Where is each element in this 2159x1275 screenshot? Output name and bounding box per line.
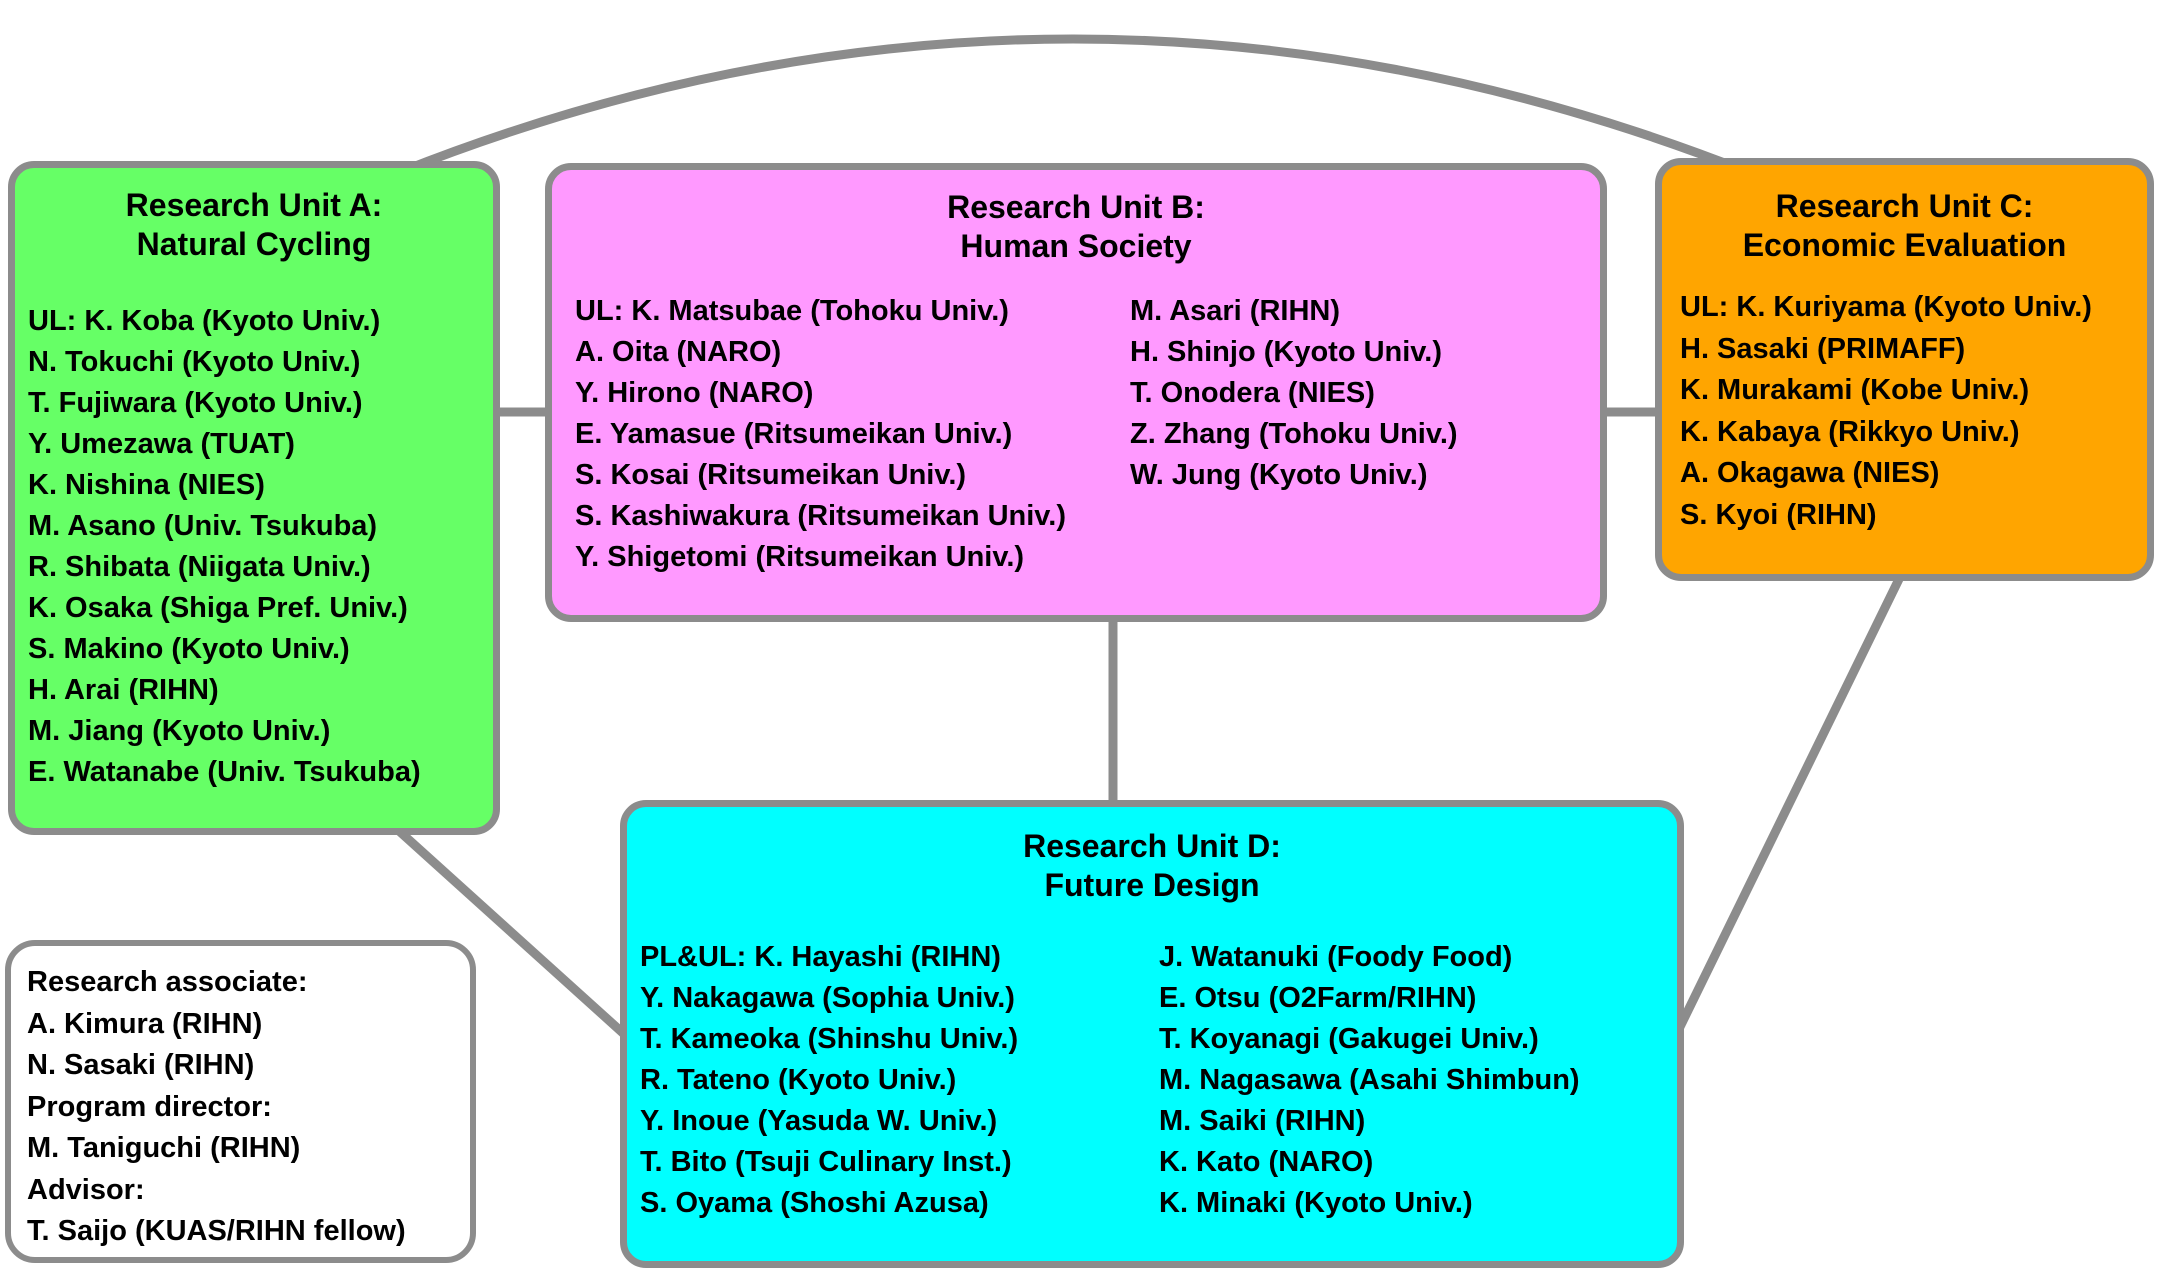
member-line: H. Arai (RIHN) xyxy=(28,674,219,706)
member-line: A. Oita (NARO) xyxy=(575,336,782,368)
member-line: S. Kashiwakura (Ritsumeikan Univ.) xyxy=(575,500,1066,532)
unit-b-box: Research Unit B: Human Society UL: K. Ma… xyxy=(545,163,1607,622)
unit-c-title-line2: Economic Evaluation xyxy=(1742,227,2067,263)
member-line: N. Tokuchi (Kyoto Univ.) xyxy=(28,346,361,378)
unit-d-member-list-right: J. Watanuki (Foody Food) E. Otsu (O2Farm/… xyxy=(1159,937,1677,1224)
member-line: UL: K. Kuriyama (Kyoto Univ.) xyxy=(1680,291,2092,323)
unit-a-box: Research Unit A: Natural Cycling UL: K. … xyxy=(8,161,500,835)
member-line: W. Jung (Kyoto Univ.) xyxy=(1130,459,1428,491)
member-line: H. Shinjo (Kyoto Univ.) xyxy=(1130,336,1442,368)
member-line: T. Kameoka (Shinshu Univ.) xyxy=(640,1023,1019,1055)
member-line: S. Kyoi (RIHN) xyxy=(1680,498,1877,531)
staff-line-list: Research associate: A. Kimura (RIHN) N. Sa… xyxy=(27,962,470,1253)
unit-b-title: Research Unit B: Human Society xyxy=(552,188,1600,266)
member-line: UL: K. Koba (Kyoto Univ.) xyxy=(28,305,381,337)
staff-box: Research associate: A. Kimura (RIHN) N. Sa… xyxy=(5,940,476,1263)
member-line: J. Watanuki (Foody Food) xyxy=(1159,941,1513,973)
member-line: T. Bito (Tsuji Culinary Inst.) xyxy=(640,1146,1012,1178)
member-line: Advisor: xyxy=(27,1173,145,1206)
line-a-to-d xyxy=(394,826,628,1038)
member-line: Y. Inoue (Yasuda W. Univ.) xyxy=(640,1105,998,1137)
member-line: T. Koyanagi (Gakugei Univ.) xyxy=(1159,1023,1539,1055)
line-c-to-d xyxy=(1673,573,1906,1033)
member-line: R. Tateno (Kyoto Univ.) xyxy=(640,1064,957,1096)
member-line: M. Saiki (RIHN) xyxy=(1159,1105,1366,1137)
member-line: E. Otsu (O2Farm/RIHN) xyxy=(1159,982,1477,1014)
member-line: UL: K. Matsubae (Tohoku Univ.) xyxy=(575,295,1009,327)
unit-d-title-line2: Future Design xyxy=(1044,867,1260,903)
unit-d-member-list-left: PL&UL: K. Hayashi (RIHN) Y. Nakagawa (Sop… xyxy=(627,937,1159,1224)
member-line: K. Osaka (Shiga Pref. Univ.) xyxy=(28,592,408,624)
member-line: E. Yamasue (Ritsumeikan Univ.) xyxy=(575,418,1013,450)
unit-b-member-list-left: UL: K. Matsubae (Tohoku Univ.) A. Oita (N… xyxy=(552,291,1130,578)
member-line: S. Kosai (Ritsumeikan Univ.) xyxy=(575,459,967,491)
member-line: Y. Nakagawa (Sophia Univ.) xyxy=(640,982,1015,1014)
unit-c-member-list: UL: K. Kuriyama (Kyoto Univ.) H. Sasaki (… xyxy=(1662,287,2147,536)
member-line: PL&UL: K. Hayashi (RIHN) xyxy=(640,941,1001,973)
member-line: A. Kimura (RIHN) xyxy=(27,1007,263,1040)
member-line: K. Kato (NARO) xyxy=(1159,1146,1374,1178)
member-line: T. Saijo (KUAS/RIHN fellow) xyxy=(27,1215,406,1247)
member-line: T. Fujiwara (Kyoto Univ.) xyxy=(28,387,363,419)
member-line: M. Asari (RIHN) xyxy=(1130,295,1340,327)
member-line: M. Jiang (Kyoto Univ.) xyxy=(28,715,331,747)
unit-a-member-list: UL: K. Koba (Kyoto Univ.) N. Tokuchi (Kyo… xyxy=(15,301,493,793)
member-line: S. Makino (Kyoto Univ.) xyxy=(28,633,350,665)
unit-b-title-line2: Human Society xyxy=(960,228,1192,264)
member-line: T. Onodera (NIES) xyxy=(1130,377,1375,409)
unit-d-title-line1: Research Unit D: xyxy=(1023,828,1281,864)
unit-d-box: Research Unit D: Future Design PL&UL: K.… xyxy=(620,800,1684,1268)
member-line: Z. Zhang (Tohoku Univ.) xyxy=(1130,418,1458,450)
unit-c-box: Research Unit C: Economic Evaluation UL:… xyxy=(1655,158,2154,581)
unit-a-title-line2: Natural Cycling xyxy=(136,226,372,262)
member-line: S. Oyama (Shoshi Azusa) xyxy=(640,1187,989,1219)
member-line: Research associate: xyxy=(27,966,308,998)
member-line: Y. Shigetomi (Ritsumeikan Univ.) xyxy=(575,541,1025,573)
member-line: K. Murakami (Kobe Univ.) xyxy=(1680,374,2030,406)
unit-b-member-list-right: M. Asari (RIHN) H. Shinjo (Kyoto Univ.) T.… xyxy=(1130,291,1600,578)
unit-c-title-line1: Research Unit C: xyxy=(1775,188,2034,224)
unit-b-title-line1: Research Unit B: xyxy=(947,189,1205,225)
member-line: K. Kabaya (Rikkyo Univ.) xyxy=(1680,415,2020,448)
member-line: M. Nagasawa (Asahi Shimbun) xyxy=(1159,1064,1580,1096)
member-line: Y. Hirono (NARO) xyxy=(575,377,814,409)
member-line: R. Shibata (Niigata Univ.) xyxy=(28,551,371,583)
member-line: Program director: xyxy=(27,1090,272,1123)
member-line: M. Taniguchi (RIHN) xyxy=(27,1132,301,1164)
unit-d-title: Research Unit D: Future Design xyxy=(627,827,1677,905)
member-line: H. Sasaki (PRIMAFF) xyxy=(1680,332,1966,365)
unit-a-title: Research Unit A: Natural Cycling xyxy=(15,186,493,264)
member-line: Y. Umezawa (TUAT) xyxy=(28,428,295,460)
arc-a-to-c xyxy=(398,34,1750,177)
member-line: K. Minaki (Kyoto Univ.) xyxy=(1159,1187,1473,1219)
member-line: E. Watanabe (Univ. Tsukuba) xyxy=(28,756,421,788)
member-line: K. Nishina (NIES) xyxy=(28,469,265,501)
member-line: N. Sasaki (RIHN) xyxy=(27,1049,255,1081)
unit-a-title-line1: Research Unit A: xyxy=(125,187,383,223)
member-line: M. Asano (Univ. Tsukuba) xyxy=(28,510,378,542)
unit-c-title: Research Unit C: Economic Evaluation xyxy=(1662,187,2147,265)
member-line: A. Okagawa (NIES) xyxy=(1680,457,1940,489)
